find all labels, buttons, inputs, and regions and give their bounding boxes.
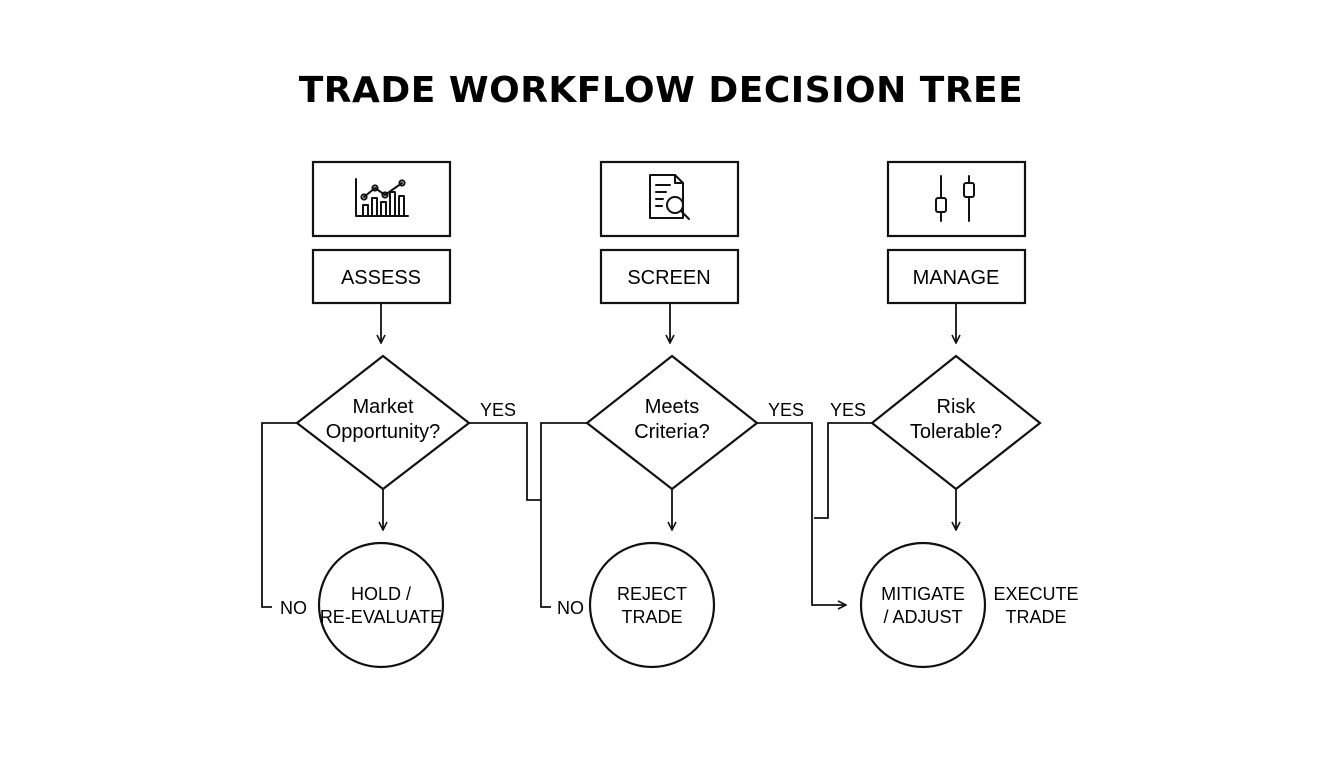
column-manage: MANAGE Risk Tolerable? MITIGATE / ADJUST…	[814, 160, 1079, 669]
yes-connector-screen	[757, 422, 846, 605]
no-connector-assess	[261, 422, 297, 608]
question-line-1: Market	[352, 396, 414, 418]
sliders-icon	[935, 175, 975, 222]
yes-connector-manage	[814, 422, 872, 519]
question-line-1: Risk	[937, 396, 977, 418]
bar-line-chart-icon	[355, 178, 409, 217]
step-label-assess: ASSESS	[341, 267, 421, 289]
column-screen: SCREEN Meets Criteria? REJECT TRADE NO Y…	[540, 160, 846, 669]
outcome-circle-hold	[317, 541, 445, 669]
outcome-line-1: HOLD /	[351, 584, 411, 604]
no-connector-screen	[540, 422, 587, 608]
outcome-line-2: RE-EVALUATE	[320, 607, 442, 627]
final-label-line-1: EXECUTE	[993, 584, 1078, 604]
outcome-line-1: MITIGATE	[881, 584, 965, 604]
yes-label-manage: YES	[830, 400, 866, 420]
step-box-manage	[886, 248, 1027, 305]
yes-label-assess: YES	[480, 400, 516, 420]
outcome-line-2: TRADE	[621, 607, 682, 627]
question-line-2: Opportunity?	[326, 421, 441, 443]
final-label-line-2: TRADE	[1005, 607, 1066, 627]
yes-connector-assess	[469, 422, 541, 501]
diagram-title: TRADE WORKFLOW DECISION TREE	[299, 70, 1024, 111]
step-label-screen: SCREEN	[627, 267, 710, 289]
outcome-line-2: / ADJUST	[883, 607, 962, 627]
outcome-line-1: REJECT	[617, 584, 687, 604]
column-assess: ASSESS Market Opportunity? HOLD / RE-EVA…	[261, 160, 541, 669]
no-label-assess: NO	[280, 598, 307, 618]
step-label-manage: MANAGE	[913, 267, 1000, 289]
icon-box-assess	[311, 160, 452, 238]
document-search-icon	[649, 174, 690, 220]
outcome-circle-mitigate	[859, 541, 987, 669]
outcome-circle-reject	[588, 541, 716, 669]
question-line-2: Tolerable?	[910, 421, 1002, 443]
no-label-screen: NO	[557, 598, 584, 618]
question-line-1: Meets	[645, 396, 699, 418]
question-line-2: Criteria?	[634, 421, 710, 443]
yes-label-screen: YES	[768, 400, 804, 420]
icon-box-manage	[886, 160, 1027, 238]
